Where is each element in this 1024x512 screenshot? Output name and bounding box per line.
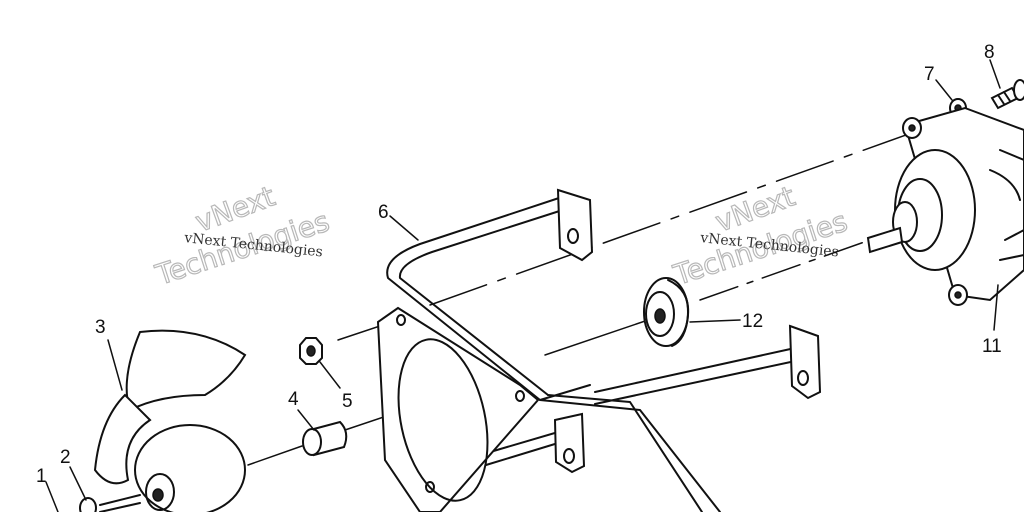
callout-12: 12	[742, 311, 763, 332]
motor-bolt	[990, 79, 1024, 110]
spacer-sleeve	[302, 420, 348, 457]
callout-3: 3	[95, 317, 106, 338]
hex-nut	[299, 337, 323, 365]
callout-4: 4	[288, 389, 299, 410]
callout-6: 6	[378, 202, 389, 223]
callout-labels: 1 2 3 4 5 6 7 8 11 12	[36, 42, 1002, 487]
callout-8: 8	[984, 42, 995, 63]
fan-shroud-plate	[376, 306, 540, 512]
fan-motor	[866, 106, 1024, 306]
callout-11: 11	[982, 336, 1002, 357]
watermark-right: vNext Technologies vNext Technologies	[668, 179, 851, 293]
callout-7: 7	[924, 64, 935, 85]
hub-pulley	[643, 277, 690, 347]
fan-fastener	[79, 494, 141, 512]
callout-5: 5	[342, 391, 353, 412]
bracket-tab-bottom	[553, 412, 586, 474]
callout-1: 1	[36, 466, 47, 487]
callout-leaders	[45, 59, 1001, 512]
watermark-left: vNext Technologies vNext Technologies	[150, 179, 333, 293]
callout-2: 2	[60, 447, 71, 468]
bracket-tab-top	[556, 188, 594, 262]
assembly-guide-lines	[247, 129, 921, 466]
bracket-tab-right	[788, 324, 822, 400]
mounting-bracket	[386, 188, 822, 512]
fan-blade	[93, 329, 247, 512]
